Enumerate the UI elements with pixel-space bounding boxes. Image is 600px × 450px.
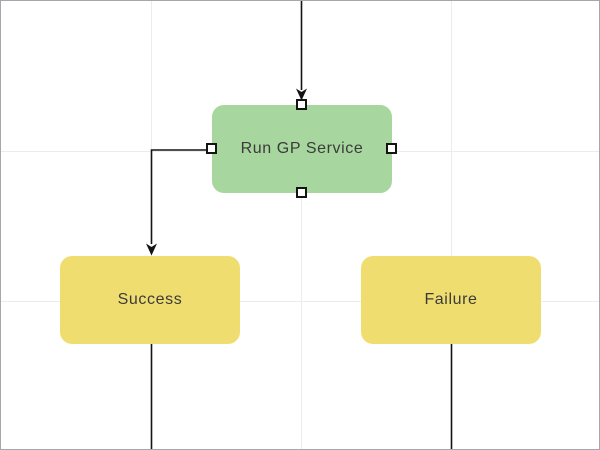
node-run-gp-service[interactable]: Run GP Service [212, 105, 392, 193]
arrowhead-icon [146, 243, 157, 256]
edge-run-gp-service-to-success[interactable] [146, 149, 208, 256]
edge-line[interactable] [150, 149, 208, 244]
node-label: Run GP Service [240, 140, 364, 157]
node-label: Failure [424, 291, 478, 308]
connection-handle-right[interactable] [386, 143, 397, 154]
edges [146, 1, 453, 449]
node-success[interactable]: Success [60, 256, 240, 344]
connection-handle-left[interactable] [206, 143, 217, 154]
node-failure[interactable]: Failure [361, 256, 541, 344]
node-label: Success [117, 291, 183, 308]
edge-into-run-gp-service[interactable] [296, 1, 307, 101]
connection-handle-top[interactable] [296, 99, 307, 110]
arrowhead-icon [296, 88, 307, 101]
connection-handle-bottom[interactable] [296, 187, 307, 198]
